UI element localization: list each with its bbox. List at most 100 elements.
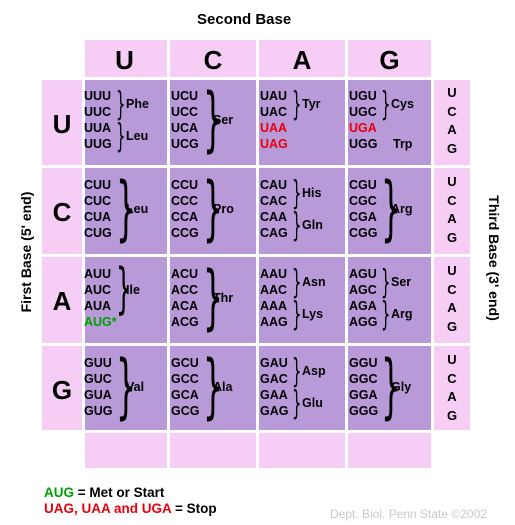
- codon: UAC: [260, 105, 288, 119]
- amino-acid-label: Ala: [213, 380, 233, 394]
- amino-acid-label: Ser: [391, 275, 412, 289]
- codon: GAC: [260, 372, 288, 386]
- brace-icon: }: [116, 345, 137, 427]
- brace-icon: }: [203, 167, 224, 249]
- codon: CGA: [349, 210, 377, 224]
- codon: CAU: [260, 178, 288, 192]
- amino-acid-label: Asp: [302, 364, 326, 378]
- codon: UUU: [84, 89, 112, 103]
- brace-icon: }: [203, 345, 224, 427]
- codon: AUA: [84, 299, 112, 313]
- codon: UUA: [84, 121, 112, 135]
- codon: CUA: [84, 210, 112, 224]
- codon: AUG*: [84, 315, 117, 329]
- codon: GCA: [171, 388, 199, 402]
- codon: AGA: [349, 299, 377, 313]
- amino-acid-label: Asn: [302, 275, 326, 289]
- codon: CGG: [349, 226, 378, 240]
- codon: CCA: [171, 210, 199, 224]
- amino-acid-label: Gln: [302, 218, 323, 232]
- second-base-header-u: U: [115, 45, 134, 75]
- brace-icon: }: [292, 173, 302, 212]
- credit-text: Dept. Biol. Penn State ©2002: [330, 507, 487, 521]
- amino-acid-label: Ile: [126, 283, 140, 297]
- grid-divider: [42, 430, 470, 433]
- codon: GAG: [260, 404, 289, 418]
- codon: UAA: [260, 121, 288, 135]
- codon: CAG: [260, 226, 288, 240]
- legend-start-text: = Met or Start: [74, 485, 165, 500]
- codon: UCC: [171, 105, 199, 119]
- legend-stop-codons: UAG, UAA and UGA: [44, 501, 172, 516]
- brace-icon: }: [381, 262, 391, 301]
- codon: GUA: [84, 388, 112, 402]
- codon: AGU: [349, 267, 377, 281]
- codon: GUC: [84, 372, 112, 386]
- second-base-header-a: A: [292, 45, 312, 75]
- codon: CGC: [349, 194, 377, 208]
- codon: CUG: [84, 226, 112, 240]
- codon: UUC: [84, 105, 112, 119]
- codon: GGU: [349, 356, 378, 370]
- codon: AAC: [260, 283, 288, 297]
- amino-acid-label: Leu: [126, 129, 149, 143]
- codon: CUU: [84, 178, 112, 192]
- codon: UCG: [171, 137, 199, 151]
- amino-acid-label: Trp: [393, 137, 413, 151]
- grid-divider: [42, 165, 470, 168]
- codon: GAU: [260, 356, 288, 370]
- amino-acid-label: Lys: [302, 307, 324, 321]
- brace-icon: }: [203, 256, 224, 338]
- codon: UGG: [349, 137, 378, 151]
- codon: GCU: [171, 356, 199, 370]
- codon: AUC: [84, 283, 112, 297]
- codon: ACC: [171, 283, 199, 297]
- brace-icon: }: [116, 257, 132, 320]
- codon: GAA: [260, 388, 288, 402]
- amino-acid-label: Arg: [391, 202, 413, 216]
- grid-divider: [42, 77, 470, 80]
- codon: AUU: [84, 267, 112, 281]
- brace-icon: }: [292, 205, 302, 244]
- codon: AAU: [260, 267, 288, 281]
- codon: GCG: [171, 404, 200, 418]
- amino-acid-label: Cys: [391, 97, 414, 111]
- codon: GUG: [84, 404, 113, 418]
- amino-acid-label: Pro: [213, 202, 234, 216]
- codon: AGC: [349, 283, 377, 297]
- brace-icon: }: [292, 351, 302, 390]
- first-base-header-c: C: [52, 197, 72, 227]
- second-base-header-g: G: [379, 45, 400, 75]
- legend-start-codon: AUG: [44, 485, 74, 500]
- first-base-header-a: A: [52, 286, 72, 316]
- amino-acid-label: Leu: [126, 202, 149, 216]
- grid-divider: [42, 254, 470, 257]
- brace-icon: }: [116, 116, 126, 155]
- first-base-header-g: G: [51, 375, 73, 405]
- legend-stop-text: = Stop: [171, 501, 217, 516]
- codon: ACU: [171, 267, 199, 281]
- codon: AAG: [260, 315, 288, 329]
- grid-divider: [431, 40, 434, 468]
- brace-icon: }: [381, 294, 391, 333]
- codon: CCC: [171, 194, 199, 208]
- amino-acid-label: Val: [126, 380, 145, 394]
- brace-icon: }: [116, 167, 137, 249]
- codon: GGA: [349, 388, 378, 402]
- amino-acid-label: Ser: [213, 113, 234, 127]
- brace-icon: }: [292, 294, 302, 333]
